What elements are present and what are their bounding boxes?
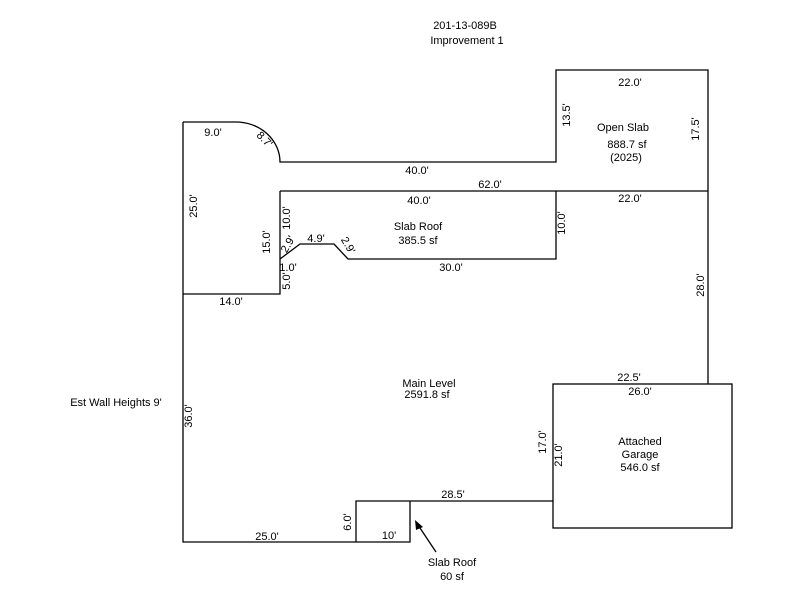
dim-28-5: 28.5'	[441, 489, 465, 501]
slab-roof-bottom-name: Slab Roof	[428, 557, 477, 569]
slab-roof-top-name: Slab Roof	[394, 221, 443, 233]
dim-22-0-top: 22.0'	[618, 77, 642, 89]
dim-10-0-right: 10.0'	[556, 211, 568, 235]
wall-height-note: Est Wall Heights 9'	[70, 397, 162, 409]
slab-roof-top-area: 385.5 sf	[398, 235, 438, 247]
dim-25-0-bottom: 25.0'	[255, 531, 279, 543]
dim-10: 10'	[382, 530, 396, 542]
garage-area: 546.0 sf	[620, 462, 660, 474]
main-level-name: Main Level	[402, 378, 455, 390]
dim-13-5: 13.5'	[561, 103, 573, 127]
dim-22-5: 22.5'	[617, 372, 641, 384]
main-level-area: 2591.8 sf	[404, 389, 450, 401]
garage-name-line2: Garage	[622, 449, 659, 461]
dim-6-0: 6.0'	[342, 513, 354, 530]
dim-4-9: 4.9'	[307, 233, 324, 245]
dim-8-7: 8.7'	[254, 129, 275, 150]
dim-36-0: 36.0'	[183, 404, 195, 428]
dim-15-0: 15.0'	[261, 230, 273, 254]
dim-22-0-mid: 22.0'	[618, 193, 642, 205]
dim-5-0: 5.0'	[281, 272, 293, 289]
slab-roof-bottom-area: 60 sf	[440, 571, 465, 583]
garage-outline	[552, 383, 733, 529]
dim-40-0-upper: 40.0'	[405, 165, 429, 177]
dim-40-0-inner: 40.0'	[407, 195, 431, 207]
dim-17-0: 17.0'	[537, 430, 549, 454]
dim-10-0-left: 10.0'	[281, 206, 293, 230]
open-slab-year: (2025)	[610, 152, 642, 164]
dim-2-9-right: 2.9'	[338, 235, 357, 256]
dim-26-0: 26.0'	[628, 386, 652, 398]
dim-21-0: 21.0'	[553, 443, 565, 467]
dim-14-0: 14.0'	[219, 296, 243, 308]
garage-name-line1: Attached	[618, 436, 661, 448]
dim-17-5: 17.5'	[690, 117, 702, 141]
dim-30-0: 30.0'	[439, 262, 463, 274]
dim-25-0-left: 25.0'	[188, 194, 200, 218]
callout-arrow-head	[415, 520, 423, 530]
main-outline	[182, 69, 709, 543]
dim-2-9-left: 2.9'	[279, 234, 298, 255]
slab-roof-top-outline	[183, 190, 708, 295]
dim-1-0: 1.0'	[279, 262, 296, 274]
improvement-label: Improvement 1	[430, 35, 503, 47]
callout-arrow-line	[417, 524, 437, 553]
open-slab-area: 888.7 sf	[607, 139, 647, 151]
open-slab-name: Open Slab	[597, 122, 649, 134]
parcel-id: 201-13-089B	[433, 20, 497, 32]
dim-28-0: 28.0'	[695, 273, 707, 297]
dim-62-0: 62.0'	[478, 179, 502, 191]
dim-9-0: 9.0'	[204, 127, 221, 139]
